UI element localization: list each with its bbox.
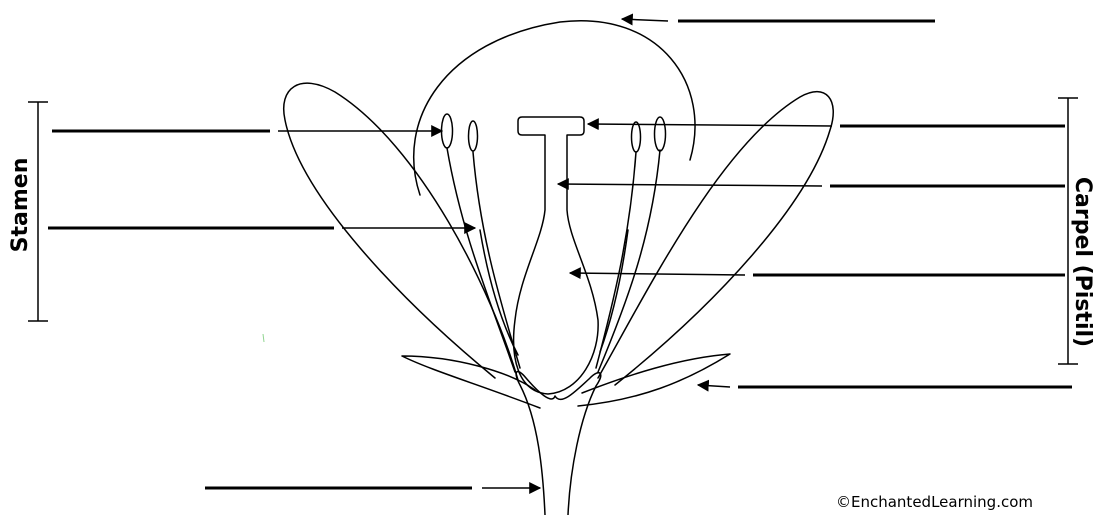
anther-right-outer xyxy=(655,117,666,151)
green-speck xyxy=(263,334,264,342)
pistil-outline xyxy=(514,117,599,394)
arrow-style xyxy=(558,184,822,186)
arrow-sepal xyxy=(698,385,730,387)
right-petal xyxy=(598,92,833,385)
stem-outline xyxy=(516,372,601,515)
arrow-ovary xyxy=(570,273,745,275)
arrow-stigma xyxy=(588,124,832,126)
right-filament-outer xyxy=(598,150,660,372)
carpel-label: Carpel (Pistil) xyxy=(1070,177,1095,347)
anther-right-inner xyxy=(632,122,641,152)
arrow-petal xyxy=(622,19,668,21)
anther-left-outer xyxy=(442,114,453,148)
petal-bulb-outline xyxy=(414,21,695,195)
stamen-label: Stamen xyxy=(8,158,33,253)
anther-left-inner xyxy=(469,121,478,151)
left-petal xyxy=(284,83,518,380)
copyright-text: ©EnchantedLearning.com xyxy=(836,493,1033,511)
right-sepal xyxy=(578,354,730,406)
